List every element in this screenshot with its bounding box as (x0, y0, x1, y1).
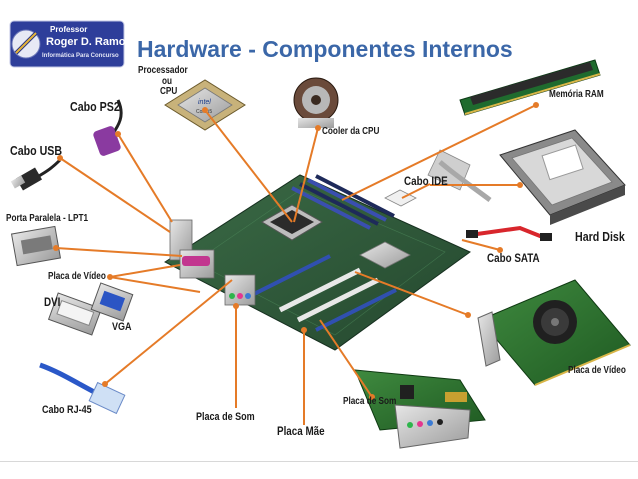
label-processador-3: CPU (160, 86, 178, 97)
leader-cabo-ide (401, 183, 431, 199)
sata-cable-image (466, 225, 552, 241)
label-dvi: DVI (44, 295, 61, 309)
ide-cable-image (427, 149, 492, 203)
leader-cabo-rj45 (104, 279, 233, 385)
dvi-connector-image (47, 292, 103, 336)
label-hard-disk: Hard Disk (575, 229, 625, 244)
label-vga: VGA (112, 321, 132, 333)
leader-lines (55, 104, 537, 425)
bottom-divider (0, 461, 638, 462)
label-cabo-rj45: Cabo RJ-45 (42, 404, 92, 416)
leader-porta-paralela (55, 247, 183, 257)
hard-disk-image (499, 129, 626, 225)
cpu-chip (164, 79, 246, 131)
leader-placa-video-left-2 (109, 276, 201, 293)
page-title: Hardware - Componentes Internos (137, 36, 513, 62)
logo-graphic (9, 20, 125, 68)
leader-processador (204, 109, 293, 223)
leader-memoria (341, 104, 537, 201)
cpu-brand: intel (198, 99, 211, 106)
ram-image (459, 59, 601, 116)
label-memoria: Memória RAM (549, 89, 604, 100)
label-placa-som-bottom: Placa de Som (343, 396, 397, 407)
graphics-card-image (477, 279, 631, 386)
leader-placa-video-left-1 (109, 264, 181, 278)
usb-cable-image (10, 158, 62, 191)
label-placa-mae: Placa Mãe (277, 424, 325, 438)
leader-placa-video-right (354, 271, 469, 316)
parallel-port-image (10, 225, 62, 267)
logo-line-3: Informática Para Concurso (42, 53, 119, 59)
logo-line-2: Roger D. Ramos (46, 36, 132, 48)
sound-card-image (354, 369, 486, 449)
motherboard (164, 174, 471, 351)
logo: Professor Roger D. Ramos Informática Par… (6, 17, 132, 71)
logo-line-1: Professor (50, 25, 88, 34)
label-cabo-ide: Cabo IDE (404, 174, 448, 188)
leader-cabo-usb (59, 157, 171, 233)
leader-dots (53, 102, 539, 400)
label-cabo-sata: Cabo SATA (487, 251, 540, 265)
label-cooler: Cooler da CPU (322, 126, 380, 137)
label-placa-video-left: Placa de Vídeo (48, 271, 106, 282)
label-porta-paralela: Porta Paralela - LPT1 (6, 213, 89, 224)
label-placa-video-right: Placa de Vídeo (568, 365, 626, 376)
leader-cabo-ps2 (117, 133, 173, 223)
label-cabo-ps2: Cabo PS2 (70, 99, 120, 114)
label-processador-1: Processador (138, 65, 188, 76)
ps2-cable-image (93, 99, 123, 156)
vga-connector-image (90, 282, 134, 322)
leader-cooler (293, 127, 319, 223)
label-processador-2: ou (162, 76, 173, 87)
label-placa-som-left: Placa de Som (196, 411, 255, 423)
rj45-cable-image (39, 362, 126, 415)
leader-cabo-sata (461, 239, 501, 251)
leader-placa-som-bottom (319, 319, 373, 398)
cooler-image (293, 77, 339, 128)
label-cabo-usb: Cabo USB (10, 143, 63, 158)
